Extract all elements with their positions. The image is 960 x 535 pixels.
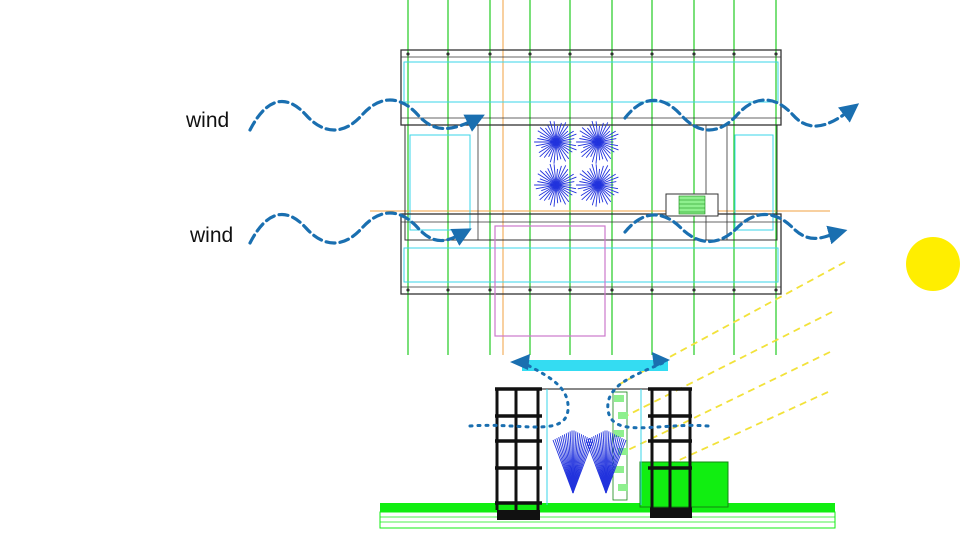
plan-courtyard-frame — [404, 124, 778, 241]
plan-top-slab — [400, 49, 782, 126]
wind-label-top: wind — [186, 109, 230, 132]
wind-label-bottom: wind — [190, 224, 234, 247]
tree-icon — [585, 430, 627, 494]
plan-column-dots — [406, 52, 778, 292]
section-stair — [612, 391, 628, 501]
wind-arrow-top-left — [248, 98, 485, 132]
plan-magenta-outline — [494, 225, 606, 337]
tree-icon — [576, 120, 619, 164]
section-trees — [552, 430, 627, 494]
section-ground — [379, 503, 836, 529]
section-view — [379, 352, 836, 529]
wind-arrow-bottom-right — [623, 213, 848, 245]
stair-icon — [665, 193, 719, 217]
plan-trees — [534, 120, 619, 207]
section-airflow-arrowheads — [510, 352, 670, 370]
wind-arrow-icon — [248, 98, 860, 246]
tree-icon — [534, 163, 577, 207]
section-airflow — [468, 360, 710, 430]
tree-icon — [576, 163, 619, 207]
sun-icon — [906, 237, 960, 291]
tree-icon — [552, 430, 594, 494]
plan-grid-lines — [407, 0, 777, 355]
section-building-frame — [495, 387, 692, 510]
plan-bottom-slab — [400, 213, 782, 295]
roof-vent-opening — [522, 360, 668, 371]
plan-view — [370, 0, 830, 355]
section-inner-lines — [546, 389, 642, 505]
tree-icon — [534, 120, 577, 164]
wind-arrow-top-right — [623, 98, 860, 132]
wind-arrow-bottom-left — [248, 211, 472, 246]
